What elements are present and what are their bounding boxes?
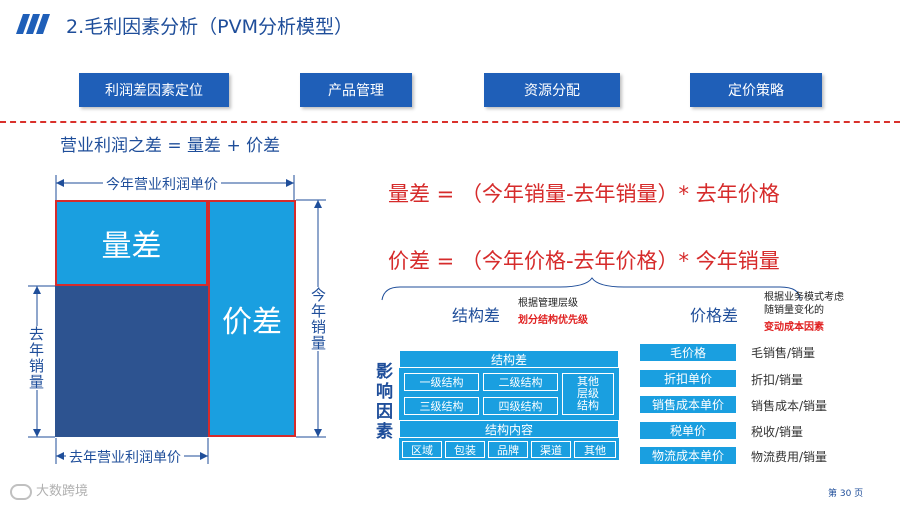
tab-profit-diff-location[interactable]: 利润差因素定位 [79, 73, 229, 107]
left-dimension-label: 去年销量 [26, 326, 47, 390]
tab-resource-allocation[interactable]: 资源分配 [484, 73, 620, 107]
structure-note-2: 划分结构优先级 [518, 315, 588, 326]
metric-formula-cost-of-sales: 销售成本/销量 [751, 399, 828, 413]
factor-cell: 四级结构 [483, 397, 558, 415]
profit-diff-formula: 营业利润之差 = 量差 + 价差 [60, 136, 281, 156]
bottom-dimension-label: 去年营业利润单价 [66, 447, 184, 467]
price-diff-formula: 价差 = （今年价格-去年价格）* 今年销量 [388, 249, 780, 273]
factor-cell: 三级结构 [404, 397, 479, 415]
influence-factors-label: 影响因素 [372, 362, 392, 442]
structure-diff-heading: 结构差 [452, 306, 501, 325]
metric-label-tax-price: 税单价 [640, 422, 736, 439]
metric-formula-tax-price: 税收/销量 [751, 425, 804, 439]
top-dimension-label: 今年营业利润单价 [103, 174, 221, 194]
content-cell: 渠道 [531, 441, 571, 458]
tab-pricing-strategy[interactable]: 定价策略 [690, 73, 822, 107]
metric-formula-discount-price: 折扣/销量 [751, 373, 804, 387]
price-note-3: 变动成本因素 [764, 322, 824, 333]
metric-label-gross-price: 毛价格 [640, 344, 736, 361]
content-header: 结构内容 [399, 420, 619, 438]
price-note-1: 根据业务模式考虑 [764, 292, 844, 303]
price-diff-heading: 价格差 [690, 306, 739, 325]
base-area-box [55, 286, 208, 437]
watermark-logo-icon [10, 483, 32, 500]
tab-product-management[interactable]: 产品管理 [300, 73, 412, 107]
factors-table: 结构差 一级结构 二级结构 其他层级结构 三级结构 四级结构 结构内容 区域 包… [399, 350, 619, 460]
volume-diff-formula: 量差 = （今年销量-去年销量）* 去年价格 [388, 182, 780, 206]
content-cell: 包装 [445, 441, 485, 458]
content-cell: 其他 [574, 441, 616, 458]
page-number: 第 30 页 [828, 489, 864, 499]
watermark: 大数跨境 [10, 480, 88, 500]
right-dimension-label: 今年销量 [308, 287, 329, 351]
metric-label-logistics-cost: 物流成本单价 [640, 447, 736, 464]
metric-formula-gross-price: 毛销售/销量 [751, 346, 816, 360]
factor-cell: 一级结构 [404, 373, 479, 391]
metric-formula-logistics-cost: 物流费用/销量 [751, 450, 828, 464]
price-note-2: 随销量变化的 [764, 305, 824, 316]
content-cell: 区域 [402, 441, 442, 458]
watermark-text: 大数跨境 [36, 484, 89, 499]
factor-cell: 其他层级结构 [562, 373, 614, 415]
structure-note-1: 根据管理层级 [518, 298, 578, 309]
logo-stripes-icon [16, 14, 50, 34]
page-title: 2.毛利因素分析（PVM分析模型） [66, 16, 353, 38]
metric-label-discount-price: 折扣单价 [640, 370, 736, 387]
volume-diff-box: 量差 [55, 200, 208, 286]
content-cell: 品牌 [488, 441, 528, 458]
factors-header: 结构差 [399, 350, 619, 368]
metric-label-cost-of-sales: 销售成本单价 [640, 396, 736, 413]
price-diff-box: 价差 [208, 200, 296, 437]
section-divider [0, 121, 900, 123]
factor-cell: 二级结构 [483, 373, 558, 391]
